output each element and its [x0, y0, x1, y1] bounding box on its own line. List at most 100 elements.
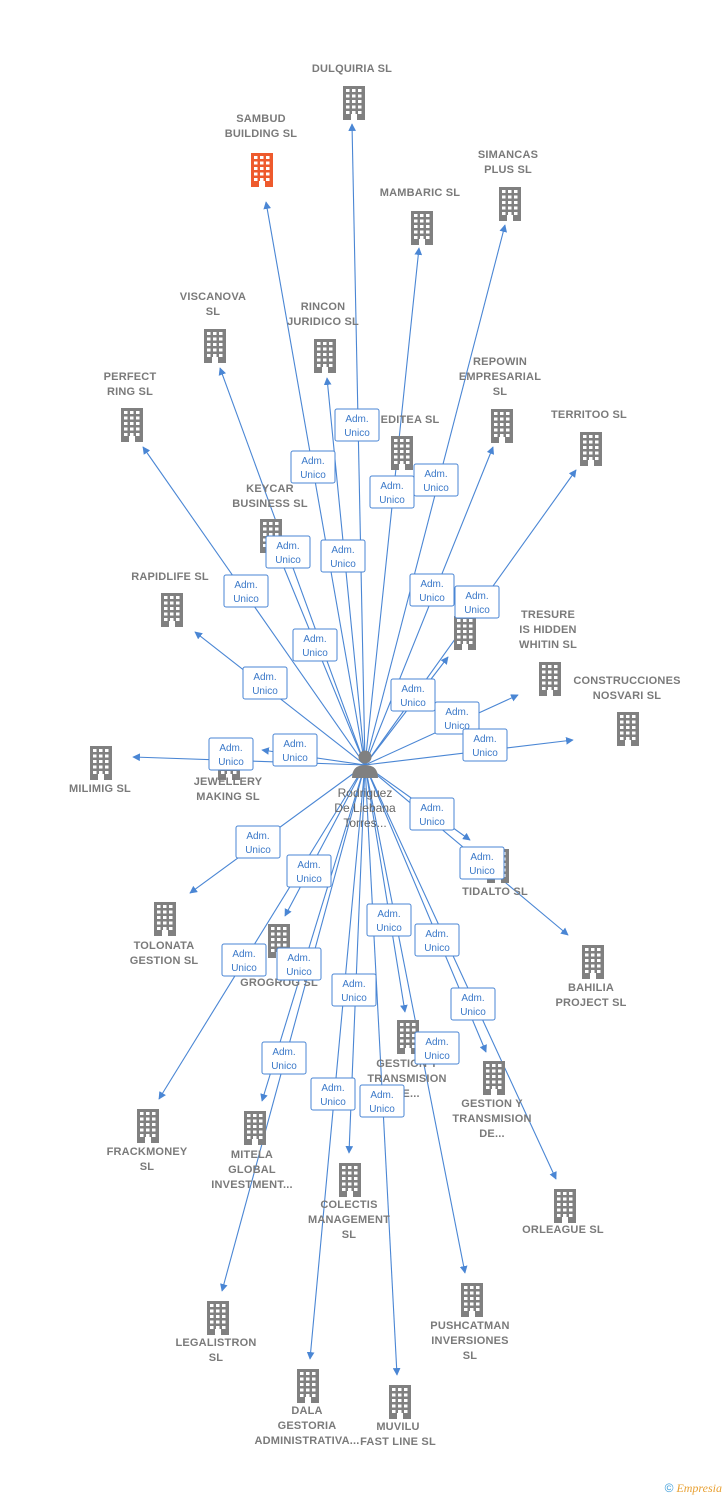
- role-badge[interactable]: Adm.Unico: [334, 408, 380, 442]
- person-icon[interactable]: [352, 750, 378, 779]
- role-badge[interactable]: Adm. Unico: [409, 797, 455, 831]
- role-badge[interactable]: Adm.Unico: [459, 846, 505, 880]
- building-icon[interactable]: [207, 1301, 229, 1335]
- building-icon[interactable]: [397, 1020, 419, 1054]
- company-label-editea[interactable]: EDITEA SL: [381, 414, 440, 426]
- building-icon[interactable]: [411, 211, 433, 245]
- role-badge[interactable]: Adm.Unico: [366, 903, 412, 937]
- role-badge[interactable]: Adm.Unico: [272, 733, 318, 767]
- company-label-milimig[interactable]: MILIMIG SL: [69, 783, 131, 795]
- role-badge-text: Adm.: [272, 1047, 295, 1058]
- role-badge[interactable]: Adm.Unico: [290, 450, 336, 484]
- role-badge-text: Adm.: [420, 803, 443, 814]
- building-icon[interactable]: [204, 329, 226, 363]
- role-badge[interactable]: Adm.Unico: [390, 678, 436, 712]
- role-badge[interactable]: Adm.Unico: [369, 475, 415, 509]
- building-icon[interactable]: [580, 432, 602, 466]
- role-badge[interactable]: Adm.Unico: [208, 737, 254, 771]
- role-badge[interactable]: Adm.Unico: [413, 463, 459, 497]
- role-badge-text: Adm.: [234, 580, 257, 591]
- company-label-dulquiria[interactable]: DULQUIRIA SL: [312, 63, 392, 75]
- role-badge[interactable]: Adm.Unico: [414, 923, 460, 957]
- role-badge[interactable]: Adm.Unico: [454, 585, 500, 619]
- building-icon[interactable]: [554, 1189, 576, 1223]
- role-badge-text: Unico: [419, 817, 445, 828]
- copyright-symbol: ©: [664, 1481, 674, 1495]
- building-icon[interactable]: [539, 662, 561, 696]
- building-icon[interactable]: [391, 436, 413, 470]
- building-icon[interactable]: [314, 339, 336, 373]
- building-icon[interactable]: [491, 409, 513, 443]
- building-icon[interactable]: [244, 1111, 266, 1145]
- role-badge[interactable]: Adm.Unico: [434, 701, 480, 735]
- role-badge[interactable]: Adm.Unico: [265, 535, 311, 569]
- role-badge[interactable]: Adm.Unico: [242, 666, 288, 700]
- role-badge[interactable]: Adm.Unico: [276, 947, 322, 981]
- role-badge-text: Unico: [341, 993, 367, 1004]
- building-icon[interactable]: [343, 86, 365, 120]
- role-badge[interactable]: Adm.Unico: [310, 1077, 356, 1111]
- role-badge[interactable]: Adm.Unico: [450, 987, 496, 1021]
- building-icon[interactable]: [483, 1061, 505, 1095]
- role-badge[interactable]: Adm.Unico: [320, 539, 366, 573]
- company-label-territoo[interactable]: TERRITOO SL: [551, 409, 627, 421]
- building-icon[interactable]: [339, 1163, 361, 1197]
- building-icon[interactable]: [251, 153, 273, 187]
- role-badge[interactable]: Adm.Unico: [359, 1084, 405, 1118]
- building-icon[interactable]: [161, 593, 183, 627]
- role-badge[interactable]: Adm.Unico: [221, 943, 267, 977]
- role-badge-text: Unico: [423, 483, 449, 494]
- building-icon[interactable]: [461, 1283, 483, 1317]
- building-icon[interactable]: [617, 712, 639, 746]
- role-badge[interactable]: Adm.Unico: [409, 573, 455, 607]
- edge-dala: [306, 764, 366, 1360]
- role-badge[interactable]: Adm.Unico: [235, 825, 281, 859]
- company-label-rapidlife[interactable]: RAPIDLIFE SL: [131, 571, 209, 583]
- building-icon[interactable]: [499, 187, 521, 221]
- role-badge[interactable]: Adm.Unico: [331, 973, 377, 1007]
- company-label-orleague[interactable]: ORLEAGUE SL: [522, 1224, 604, 1236]
- building-icon[interactable]: [90, 746, 112, 780]
- role-badge-text: Adm.: [253, 672, 276, 683]
- company-label-mambaric[interactable]: MAMBARIC SL: [380, 187, 460, 199]
- building-icon[interactable]: [454, 616, 476, 650]
- role-badge[interactable]: Adm.Unico: [223, 574, 269, 608]
- role-badge-text: Unico: [424, 943, 450, 954]
- building-icon[interactable]: [297, 1369, 319, 1403]
- building-icon[interactable]: [137, 1109, 159, 1143]
- role-badge[interactable]: Adm.Unico: [261, 1041, 307, 1075]
- role-badge-text: Adm.: [219, 743, 242, 754]
- building-icon[interactable]: [389, 1385, 411, 1419]
- role-badge[interactable]: Adm.Unico: [462, 728, 508, 762]
- role-badge[interactable]: Adm.Unico: [286, 854, 332, 888]
- role-badge-text: Unico: [245, 845, 271, 856]
- role-badge[interactable]: Adm.Unico: [414, 1031, 460, 1065]
- building-icon[interactable]: [582, 945, 604, 979]
- role-badge[interactable]: Adm.Unico: [292, 628, 338, 662]
- building-icon[interactable]: [154, 902, 176, 936]
- building-icon[interactable]: [121, 408, 143, 442]
- company-label-tidalto[interactable]: TIDALTO SL: [462, 886, 528, 898]
